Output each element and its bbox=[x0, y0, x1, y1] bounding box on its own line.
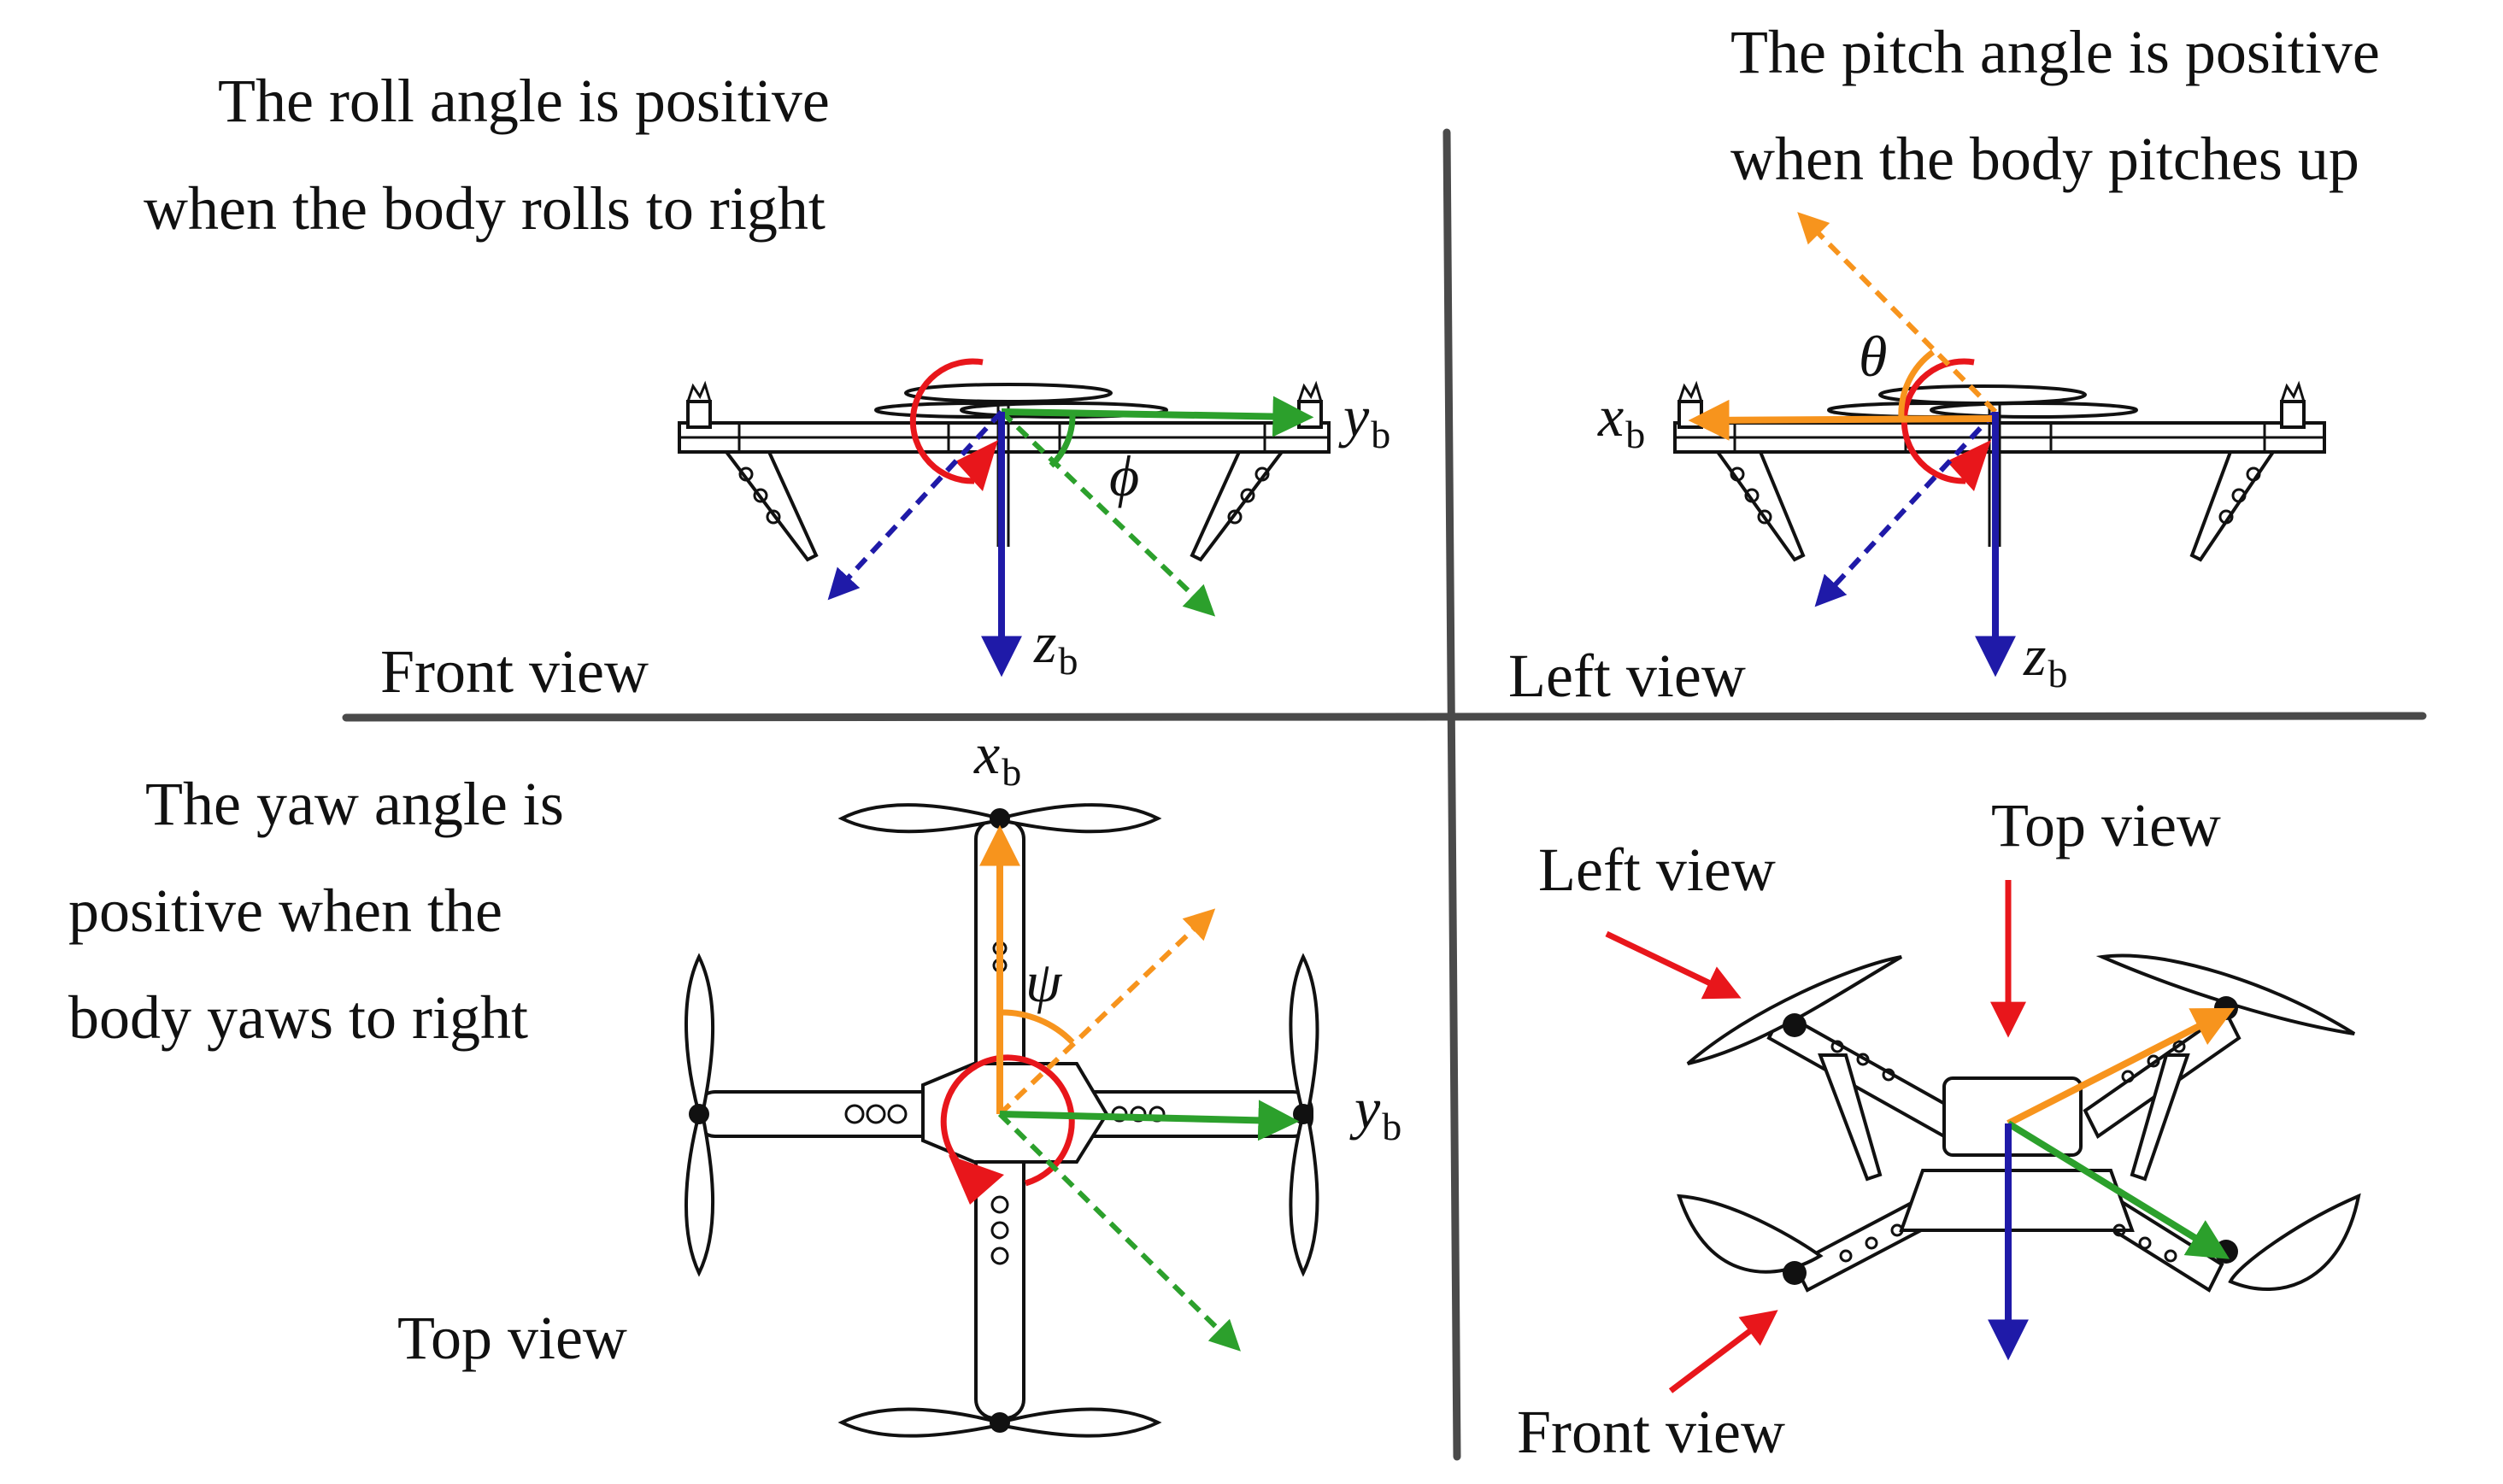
left-x-axis-label: xb bbox=[1597, 384, 1645, 456]
left-z-axis-label: zb bbox=[2023, 623, 2067, 695]
left-x-axis-arrow bbox=[1688, 399, 1996, 441]
vertical-divider bbox=[1442, 128, 1461, 1461]
roll-rotation-arc bbox=[909, 358, 984, 484]
isometric-view-panel: Left view Top view Front view bbox=[1517, 791, 2361, 1466]
yaw-rotation-arrowhead bbox=[949, 1155, 1004, 1205]
front-view-label: Front view bbox=[380, 637, 649, 706]
drone-left-view-drawing bbox=[1673, 380, 2326, 562]
yaw-caption-line3: body yaws to right bbox=[68, 983, 528, 1052]
left-view-panel: The pitch angle is positive when the bod… bbox=[1508, 18, 2380, 710]
front-y-axis-label: yb bbox=[1338, 384, 1390, 456]
roll-caption-line2: when the body rolls to right bbox=[144, 174, 826, 243]
front-z-axis-label: zb bbox=[1033, 610, 1078, 683]
top-view-panel: The yaw angle is positive when the body … bbox=[68, 721, 1401, 1438]
front-view-panel: The roll angle is positive when the body… bbox=[144, 67, 1390, 706]
top-y-axis-label: yb bbox=[1349, 1076, 1401, 1148]
roll-rotated-z-dashed-axis bbox=[827, 409, 1004, 601]
drone-isometric-drawing bbox=[1677, 953, 2361, 1293]
top-view-label: Top view bbox=[397, 1304, 627, 1372]
iso-left-view-label: Left view bbox=[1538, 836, 1776, 904]
pitch-rotated-z-dashed-axis bbox=[1814, 409, 1998, 607]
pitch-rotation-arrowhead bbox=[1947, 440, 1991, 491]
iso-front-view-label: Front view bbox=[1517, 1398, 1785, 1466]
front-view-pointer-arrow bbox=[1668, 1310, 1778, 1393]
left-view-label: Left view bbox=[1508, 642, 1746, 710]
yaw-rotation-arc bbox=[940, 1054, 1075, 1187]
pitch-caption-line2: when the body pitches up bbox=[1730, 125, 2359, 193]
iso-y-axis-arrow bbox=[2006, 1120, 2230, 1259]
yaw-rotated-y-dashed-axis bbox=[997, 1112, 1241, 1352]
pitch-angle-symbol: θ bbox=[1859, 324, 1887, 389]
yaw-caption-line1: The yaw angle is bbox=[145, 770, 564, 838]
top-x-axis-label: xb bbox=[973, 721, 1021, 794]
yaw-angle-symbol: ψ bbox=[1025, 949, 1063, 1014]
yaw-caption-line2: positive when the bbox=[68, 877, 502, 945]
top-y-axis-arrow bbox=[999, 1100, 1300, 1141]
iso-top-view-label: Top view bbox=[1991, 791, 2221, 859]
left-view-pointer-arrow bbox=[1605, 930, 1742, 1000]
front-y-axis-arrow bbox=[1001, 396, 1314, 437]
yaw-angle-arc bbox=[999, 1009, 1075, 1045]
pitch-angle-arc bbox=[1898, 349, 1936, 419]
roll-caption-line1: The roll angle is positive bbox=[218, 67, 830, 135]
horizontal-divider bbox=[342, 712, 2427, 722]
yaw-rotated-x-dashed-axis bbox=[997, 908, 1216, 1117]
iso-x-axis-arrow bbox=[2007, 1007, 2235, 1127]
pitch-caption-line1: The pitch angle is positive bbox=[1730, 18, 2380, 86]
roll-angle-symbol: ϕ bbox=[1109, 443, 1139, 508]
pitch-rotated-x-dashed-axis bbox=[1797, 212, 1998, 414]
roll-rotation-arrowhead bbox=[955, 440, 998, 491]
roll-rotated-y-dashed-axis bbox=[999, 409, 1216, 617]
roll-angle-arc bbox=[1049, 414, 1076, 468]
